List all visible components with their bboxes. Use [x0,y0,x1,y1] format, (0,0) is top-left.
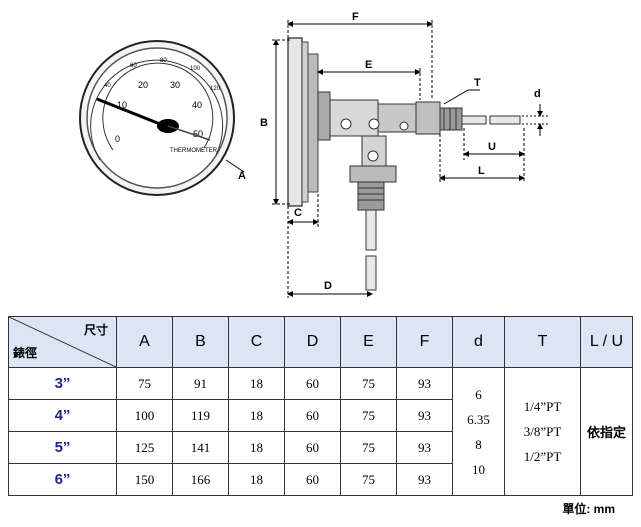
size-cell: 3” [8,367,117,400]
outer-scale-label: 120 [210,86,221,92]
cell-e: 75 [340,367,397,400]
size-cell: 4” [8,399,117,432]
d-value: 10 [472,461,485,477]
inner-scale-label: 0 [115,134,120,144]
cell-d: 60 [284,367,341,400]
inner-scale-label: 50 [193,129,203,139]
inner-scale-label: 40 [192,100,202,110]
corner-top-label: 尺寸 [83,323,108,337]
cell-f: 93 [396,399,453,432]
cell-e: 75 [340,399,397,432]
dim-label-b: B [260,117,268,129]
table-row: 5” 125 141 18 60 75 93 [8,431,633,464]
corner-header: 尺寸 錶徑 [8,316,117,368]
outer-scale-label: 80 [160,58,167,64]
cell-d: 60 [284,463,341,496]
cell-a: 125 [116,431,173,464]
cell-f: 93 [396,431,453,464]
cell-c: 18 [228,399,285,432]
dim-label-a: A [238,170,246,182]
cell-f: 93 [396,367,453,400]
inner-scale-label: 10 [117,100,127,110]
col-header-d-small: d [452,316,505,368]
outer-scale-label: 60 [130,63,137,69]
spec-table: 尺寸 錶徑 A B C D E F d T L / U 3” 75 91 18 … [8,316,633,496]
d-value: 6.35 [467,411,490,427]
table-header-row: 尺寸 錶徑 A B C D E F d T L / U [8,316,633,368]
technical-drawing: 0 10 20 30 40 50 40 60 80 100 120 THERMO… [79,11,548,298]
dial-needle [96,97,166,128]
col-header-b: B [172,316,229,368]
cell-f: 93 [396,463,453,496]
cell-a: 100 [116,399,173,432]
gauge-side-view [287,37,521,291]
table-row: 6” 150 166 18 60 75 93 [8,463,633,496]
cell-c: 18 [228,431,285,464]
inner-scale-label: 30 [170,80,180,90]
size-cell: 6” [8,463,117,496]
dim-label-e: E [365,59,372,71]
inner-scale-label: 20 [138,80,148,90]
cell-b: 91 [172,367,229,400]
d-value: 8 [475,436,482,452]
col-header-lu: L / U [580,316,633,368]
cell-e: 75 [340,431,397,464]
d-values-cell: 6 6.35 8 10 [452,367,505,496]
dial-face: 0 10 20 30 40 50 40 60 80 100 120 THERMO… [79,40,245,196]
dim-label-c: C [294,207,302,219]
col-header-d: D [284,316,341,368]
dim-label-d: D [324,280,332,292]
dim-label-u: U [488,141,496,153]
lu-value-cell: 依指定 [580,367,633,496]
cell-d: 60 [284,399,341,432]
cell-a: 75 [116,367,173,400]
unit-note: 單位: mm [562,502,615,516]
t-values-cell: 1/4”PT 3/8”PT 1/2”PT [504,367,581,496]
t-value: 1/2”PT [523,449,562,464]
col-header-e: E [340,316,397,368]
cell-b: 119 [172,399,229,432]
dim-label-d-small: d [534,88,541,100]
cell-c: 18 [228,463,285,496]
table-row: 3” 75 91 18 60 75 93 6 6.35 8 10 1/4”PT … [8,367,633,496]
d-value: 6 [475,386,482,402]
dim-label-t: T [474,77,481,89]
cell-b: 166 [172,463,229,496]
cell-d: 60 [284,431,341,464]
dial-brand: THERMOMETER [170,148,218,154]
col-header-f: F [396,316,453,368]
cell-e: 75 [340,463,397,496]
dim-label-l: L [478,165,485,177]
outer-scale-label: 40 [104,83,111,89]
col-header-a: A [116,316,173,368]
dim-label-f: F [352,11,359,23]
t-value: 1/4”PT [523,399,562,414]
cell-a: 150 [116,463,173,496]
col-header-t: T [504,316,581,368]
corner-bottom-label: 錶徑 [13,346,38,360]
cell-b: 141 [172,431,229,464]
outer-scale-label: 100 [190,66,201,72]
cell-c: 18 [228,367,285,400]
col-header-c: C [228,316,285,368]
table-row: 4” 100 119 18 60 75 93 [8,399,633,432]
size-cell: 5” [8,431,117,464]
t-value: 3/8”PT [523,424,562,439]
